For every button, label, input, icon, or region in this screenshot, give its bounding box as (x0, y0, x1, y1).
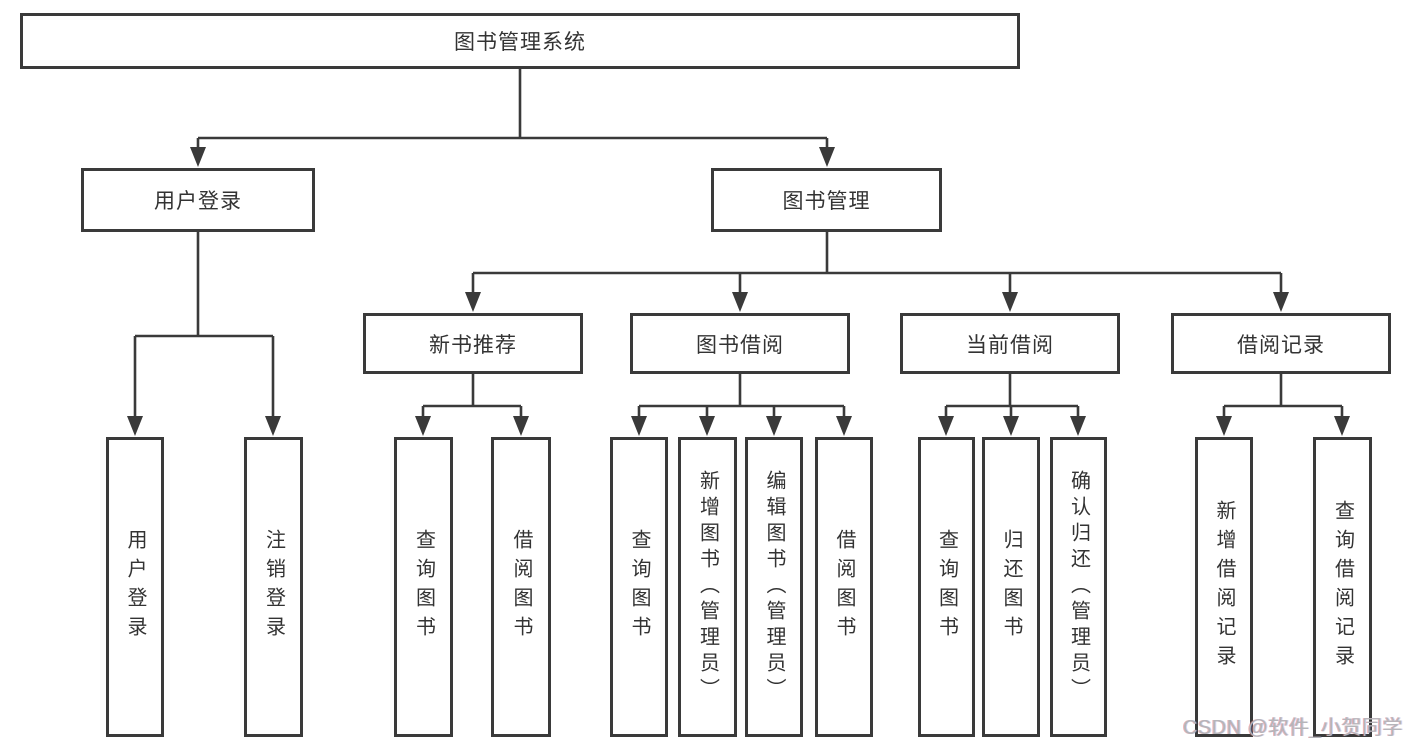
leaf-recommend-borrow-books: 借阅图书 (491, 437, 551, 737)
node-current-borrow: 当前借阅 (900, 313, 1120, 374)
leaf-logout: 注销登录 (244, 437, 303, 737)
leaf-recommend-query-books: 查询图书 (394, 437, 453, 737)
node-borrow-records: 借阅记录 (1171, 313, 1391, 374)
node-new-book-recommend: 新书推荐 (363, 313, 583, 374)
node-root-label: 图书管理系统 (454, 31, 586, 54)
leaf-borrow-query-books: 查询图书 (610, 437, 668, 737)
leaf-current-return-books-label: 归还图书 (1000, 529, 1022, 645)
leaf-user-login-label: 用户登录 (124, 529, 146, 645)
connector-bookmanagement-to-level3 (465, 232, 1289, 312)
node-new-book-recommend-label: 新书推荐 (429, 333, 517, 357)
connector-root-to-level2 (190, 69, 835, 167)
connector-currentborrow-to-leaves (938, 374, 1086, 436)
node-book-borrow-label: 图书借阅 (696, 333, 784, 357)
leaf-borrow-query-books-label: 查询图书 (628, 529, 650, 645)
node-user-login-label: 用户登录 (154, 190, 242, 213)
leaf-borrow-edit-books-admin: 编辑图书（管理员） (745, 437, 803, 737)
node-borrow-records-label: 借阅记录 (1237, 333, 1325, 357)
leaf-borrow-add-books-admin: 新增图书（管理员） (678, 437, 737, 737)
leaf-borrow-edit-books-admin-label: 编辑图书（管理员） (763, 470, 785, 704)
leaf-current-confirm-return-admin-label: 确认归还（管理员） (1067, 470, 1090, 704)
node-book-management: 图书管理 (711, 168, 942, 232)
csdn-watermark: CSDN @软件_小贺同学 (1183, 717, 1404, 739)
leaf-recommend-borrow-books-label: 借阅图书 (510, 529, 532, 645)
connector-userlogin-to-leaves (127, 232, 281, 436)
node-root-library-system: 图书管理系统 (20, 13, 1020, 69)
leaf-records-add-record-label: 新增借阅记录 (1213, 500, 1235, 674)
node-user-login: 用户登录 (81, 168, 315, 232)
node-book-management-label: 图书管理 (782, 190, 871, 213)
leaf-records-add-record: 新增借阅记录 (1195, 437, 1253, 737)
leaf-recommend-query-books-label: 查询图书 (412, 529, 435, 645)
leaf-current-return-books: 归还图书 (982, 437, 1040, 737)
leaf-current-query-books-label: 查询图书 (935, 529, 958, 645)
connector-bookborrow-to-leaves (631, 374, 852, 436)
leaf-user-login: 用户登录 (106, 437, 164, 737)
node-current-borrow-label: 当前借阅 (966, 333, 1054, 357)
leaf-current-query-books: 查询图书 (918, 437, 975, 737)
leaf-current-confirm-return-admin: 确认归还（管理员） (1050, 437, 1107, 737)
leaf-records-query-record: 查询借阅记录 (1313, 437, 1372, 737)
leaf-borrow-add-books-admin-label: 新增图书（管理员） (696, 470, 719, 704)
leaf-records-query-record-label: 查询借阅记录 (1331, 500, 1354, 674)
node-book-borrow: 图书借阅 (630, 313, 850, 374)
connector-recommend-to-leaves (415, 374, 529, 436)
leaf-borrow-borrow-books: 借阅图书 (815, 437, 873, 737)
connector-records-to-leaves (1216, 374, 1350, 436)
leaf-logout-label: 注销登录 (262, 529, 285, 645)
leaf-borrow-borrow-books-label: 借阅图书 (833, 529, 855, 645)
